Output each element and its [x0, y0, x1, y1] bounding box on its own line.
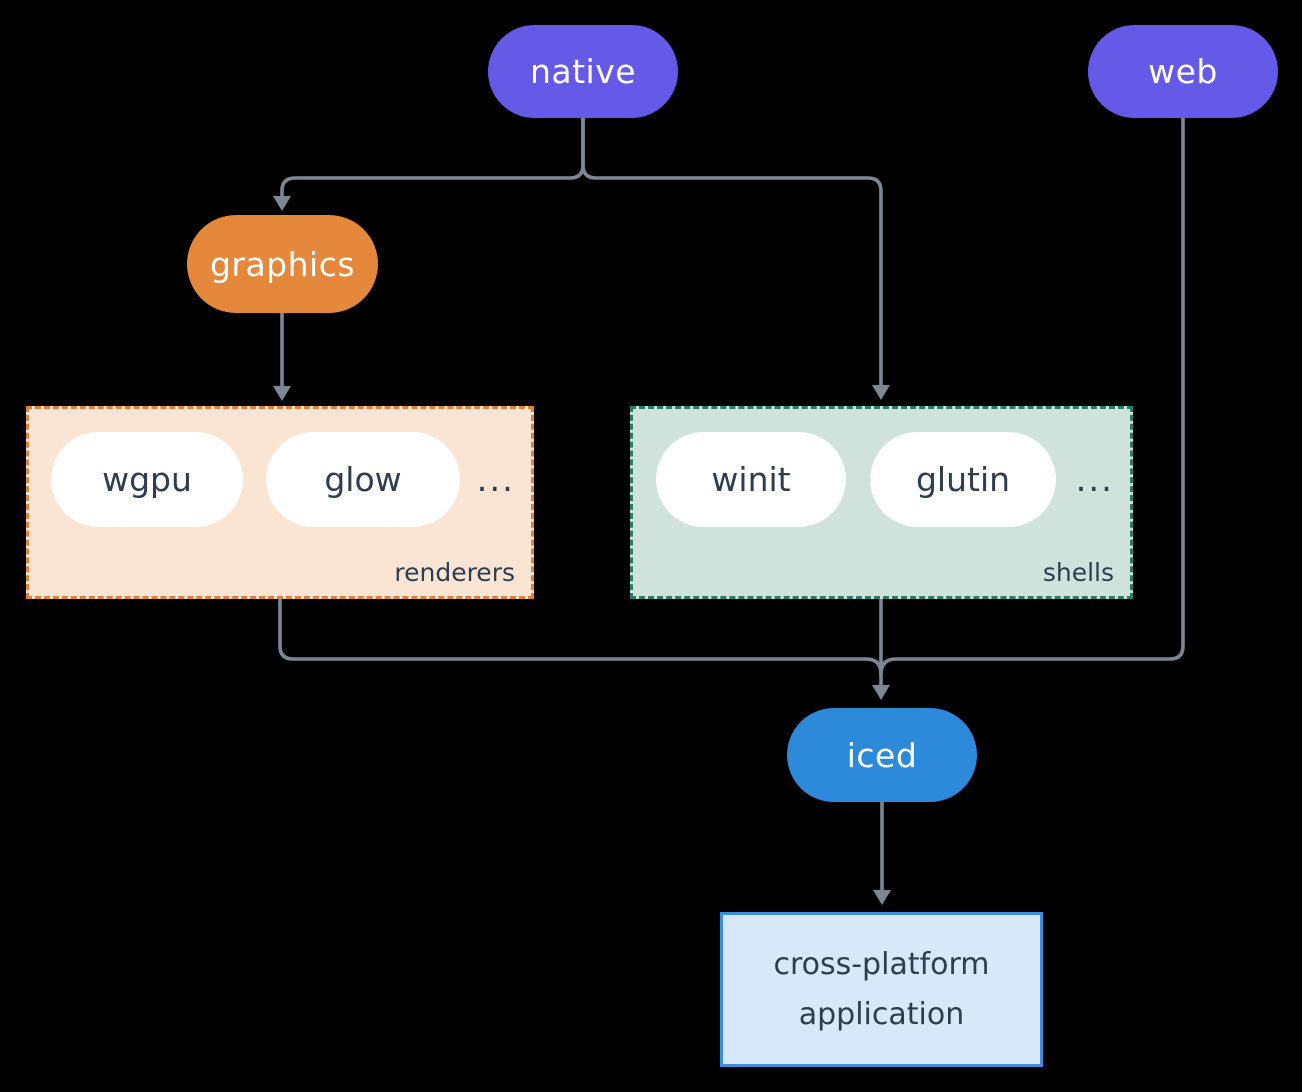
- application-label-line1: cross-platform: [773, 947, 990, 982]
- edge-native-to-graphics: [280, 118, 585, 197]
- node-glow: glow: [266, 432, 460, 527]
- node-glutin-label: glutin: [915, 460, 1011, 499]
- renderers-group-label: renderers: [394, 558, 515, 587]
- node-glow-label: glow: [324, 460, 402, 499]
- node-winit: winit: [656, 432, 846, 527]
- node-graphics: graphics: [187, 215, 378, 313]
- shells-ellipsis: ...: [1075, 459, 1114, 500]
- edge-native-to-shells: [581, 118, 883, 387]
- shells-group-label: shells: [1042, 558, 1114, 587]
- arrowhead-iced: [872, 685, 890, 700]
- node-native: native: [488, 25, 678, 118]
- node-web-label: web: [1148, 52, 1218, 91]
- group-renderers: wgpu glow ... renderers: [26, 406, 534, 599]
- node-iced-label: iced: [846, 735, 918, 775]
- node-wgpu-label: wgpu: [102, 460, 192, 499]
- node-web: web: [1088, 25, 1278, 118]
- node-iced: iced: [787, 708, 977, 802]
- node-winit-label: winit: [711, 460, 791, 499]
- node-glutin: glutin: [870, 432, 1056, 527]
- renderers-ellipsis: ...: [476, 459, 515, 500]
- group-shells: winit glutin ... shells: [630, 406, 1133, 599]
- node-cross-platform-application: cross-platform application: [720, 912, 1043, 1067]
- node-wgpu: wgpu: [51, 432, 243, 527]
- node-native-label: native: [529, 52, 637, 91]
- arrowhead-renderers: [273, 386, 291, 401]
- edge-renderers-to-iced: [278, 599, 883, 675]
- arrowhead-graphics: [273, 196, 291, 211]
- arrowhead-shells: [872, 385, 890, 400]
- node-graphics-label: graphics: [209, 244, 356, 284]
- application-label-line2: application: [798, 997, 965, 1032]
- arrowhead-application: [873, 890, 891, 905]
